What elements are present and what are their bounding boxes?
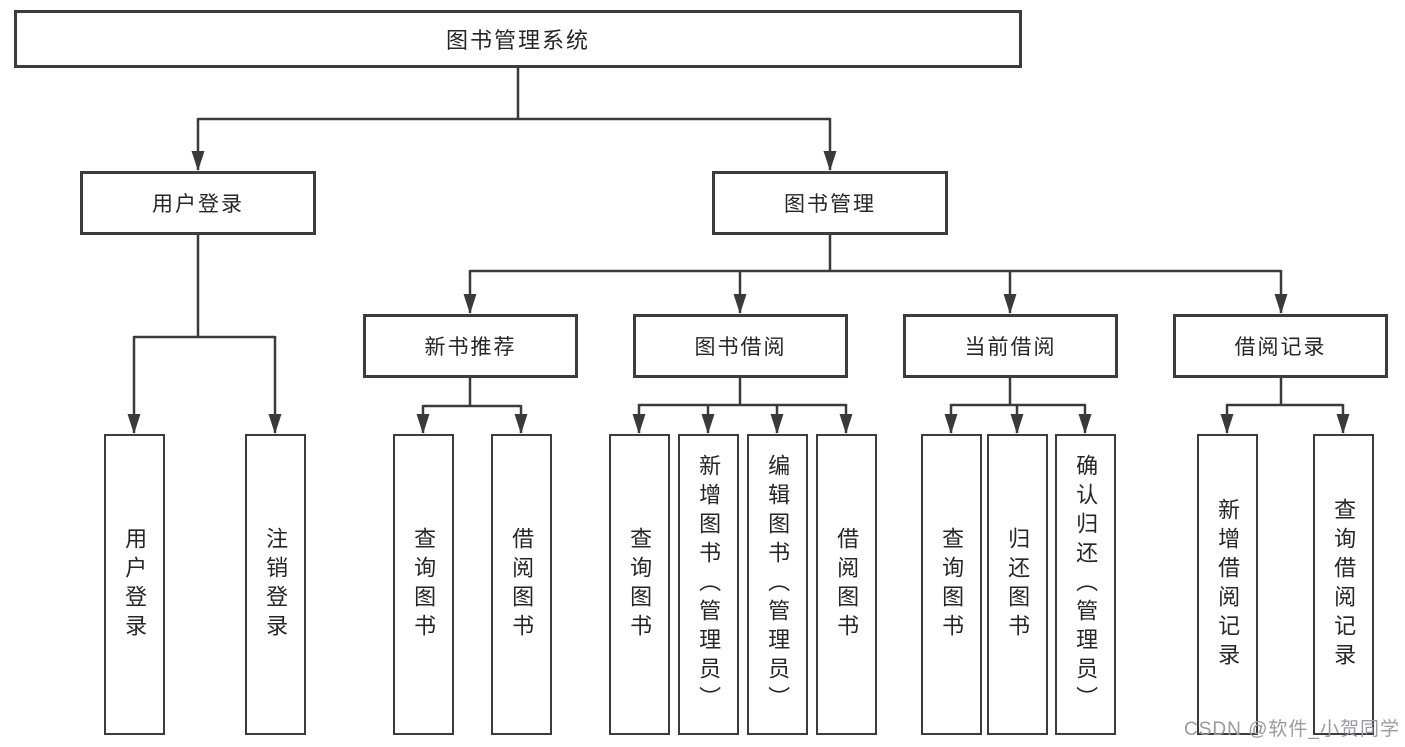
leaf-edit-books-admin: 编辑图书（管理员） — [747, 434, 808, 735]
connector-new-book-to-leaves — [416, 378, 528, 434]
node-current-borrowing: 当前借阅 — [903, 314, 1118, 378]
leaf-label: 查询图书 — [411, 526, 437, 643]
leaf-query-borrow-record: 查询借阅记录 — [1313, 434, 1374, 735]
leaf-label: 查询借阅记录 — [1331, 497, 1357, 672]
node-book-borrowing: 图书借阅 — [633, 314, 848, 378]
leaf-borrow-books: 借阅图书 — [816, 434, 877, 735]
leaf-label: 编辑图书（管理员） — [765, 454, 791, 715]
leaf-label: 借阅图书 — [509, 526, 535, 643]
connector-borrow-record-to-leaves — [1220, 378, 1350, 434]
leaf-label: 查询图书 — [939, 526, 965, 643]
leaf-borrow-books-recommend: 借阅图书 — [491, 434, 552, 735]
leaf-confirm-return-admin: 确认归还（管理员） — [1055, 434, 1116, 735]
leaf-query-books-current: 查询图书 — [921, 434, 982, 735]
node-library-management-system: 图书管理系统 — [14, 10, 1022, 68]
connector-book-borrow-to-leaves — [632, 378, 853, 434]
node-new-book-recommend: 新书推荐 — [363, 314, 578, 378]
leaf-add-books-admin: 新增图书（管理员） — [678, 434, 739, 735]
connector-current-borrow-to-leaves — [944, 378, 1092, 434]
leaf-add-borrow-record: 新增借阅记录 — [1197, 434, 1258, 735]
connector-user-login-to-leaves — [127, 234, 282, 434]
leaf-return-books: 归还图书 — [987, 434, 1048, 735]
leaf-label: 借阅图书 — [834, 526, 860, 643]
leaf-label: 新增图书（管理员） — [696, 454, 722, 715]
leaf-label: 新增借阅记录 — [1215, 497, 1241, 672]
csdn-watermark: CSDN @软件_小贺同学 — [1184, 719, 1400, 740]
node-borrowing-records: 借阅记录 — [1173, 314, 1388, 378]
leaf-logout: 注销登录 — [245, 434, 306, 735]
node-book-management: 图书管理 — [712, 171, 948, 235]
leaf-label: 用户登录 — [122, 526, 148, 643]
leaf-label: 归还图书 — [1005, 526, 1031, 643]
connector-root-to-level2 — [191, 68, 837, 171]
connector-book-mgmt-to-level3 — [463, 234, 1288, 314]
leaf-label: 注销登录 — [263, 526, 289, 643]
leaf-label: 确认归还（管理员） — [1073, 454, 1099, 715]
leaf-user-login: 用户登录 — [104, 434, 165, 735]
node-user-login: 用户登录 — [80, 171, 316, 235]
leaf-query-books-borrow: 查询图书 — [609, 434, 670, 735]
leaf-query-books-recommend: 查询图书 — [393, 434, 454, 735]
leaf-label: 查询图书 — [627, 526, 653, 643]
